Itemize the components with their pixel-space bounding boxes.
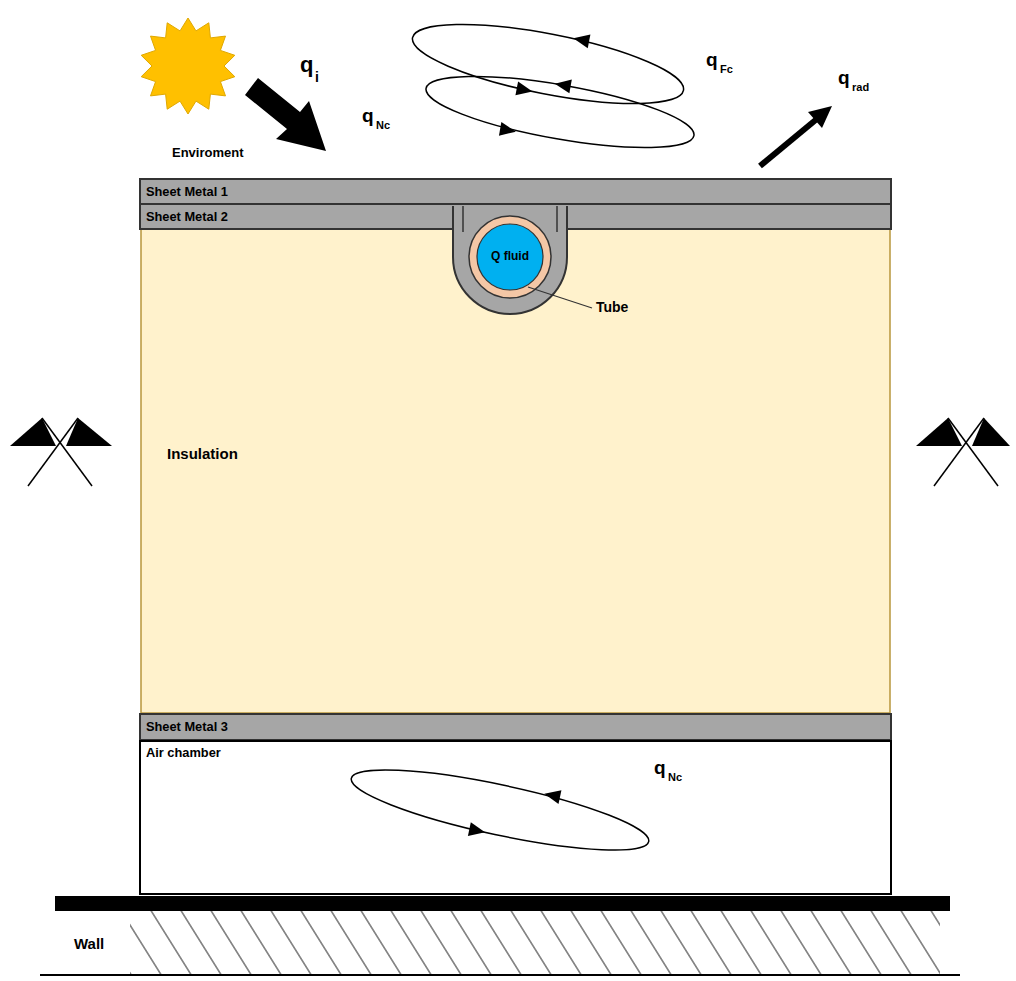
heat-symbol: q [362,106,374,125]
natural-convection-loop [420,55,700,169]
heat-symbol: q [706,50,718,69]
incident-arrow [245,78,326,151]
radiation-arrowhead [808,106,832,128]
layer-label: Sheet Metal 1 [146,185,442,199]
wall-body: Wall [56,914,128,972]
groove-wall [462,206,464,232]
wall-top [55,896,950,911]
layer-label: Sheet Metal 3 [146,720,442,734]
heat-symbol: q [300,54,313,76]
heat-subscript: rad [852,82,869,93]
heat-symbol: q [654,758,666,777]
sheet-metal-3 [140,714,891,740]
insulation-layer: Insulation [143,232,443,692]
heat-symbol: q [838,68,850,87]
sheet-metal-1 [140,179,891,204]
air-chamber-body [140,741,891,894]
heat-subscript: i [315,70,319,84]
heat-subscript: Nc [376,120,390,131]
sun [141,18,235,114]
radiation-arrow [760,118,818,166]
fluid [477,224,543,290]
sheet-metal-groove [453,206,567,314]
chamber-convection-loop [345,747,656,873]
groove-wall [556,206,558,232]
layer-label: Sheet Metal 2 [146,210,442,224]
wall-hatch [130,911,940,975]
tube-wall [469,216,551,298]
sheet-metal-layer: Sheet Metal 2 [142,206,442,228]
heat-subscript: Fc [720,64,733,75]
heat-subscript: Nc [668,772,682,783]
wall-bottom [40,974,960,976]
layer-label: Insulation [167,446,443,463]
layer-label: Air chamber [146,746,442,760]
fluid-circle: Q fluid [478,225,542,289]
tube-leader [528,287,592,308]
tube-label: Tube [596,300,628,314]
flags-right [916,418,1010,486]
layer-label: Wall [74,936,128,953]
air-chamber: Air chamber [142,743,442,773]
layer-label: Q fluid [491,250,529,263]
sheet-metal-layer: Sheet Metal 3 [142,716,442,739]
flags-left [10,418,112,486]
environment-label: Enviroment [172,146,244,159]
sheet-metal-layer: Sheet Metal 1 [142,181,442,203]
